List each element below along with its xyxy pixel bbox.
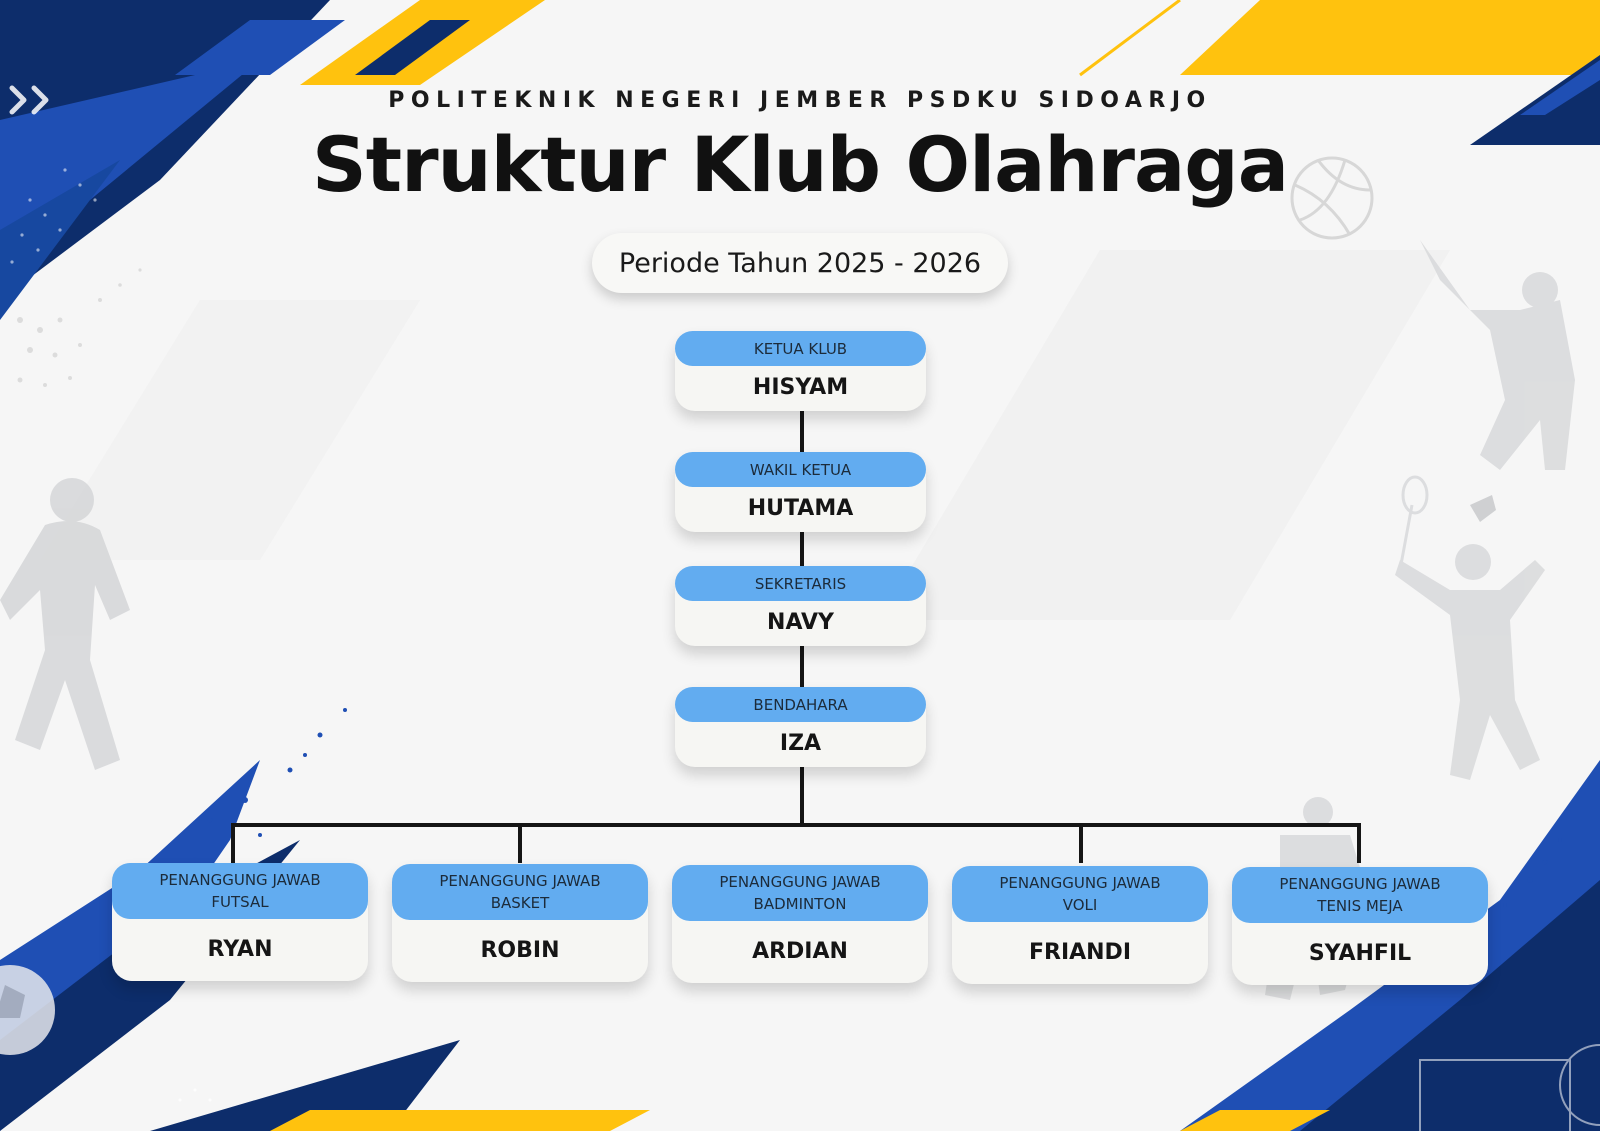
connector-ketua-wakil — [800, 410, 804, 455]
role-label-line1: PENANGGUNG JAWAB — [999, 874, 1161, 892]
person-name: FRIANDI — [1028, 940, 1132, 965]
role-label-line1: PENANGGUNG JAWAB — [159, 871, 321, 889]
connector-drop-voli — [1079, 823, 1083, 863]
person-name: IZA — [779, 731, 822, 756]
role-label: PENANGGUNG JAWAB BASKET — [392, 864, 648, 920]
node-pj-tenis-meja: PENANGGUNG JAWAB TENIS MEJA SYAHFIL — [1232, 867, 1488, 985]
connector-drop-basket — [518, 823, 522, 863]
role-label: WAKIL KETUA — [675, 452, 926, 487]
person-name: ARDIAN — [752, 939, 848, 964]
role-label-line1: PENANGGUNG JAWAB — [439, 872, 601, 890]
node-wakil-ketua: WAKIL KETUA HUTAMA — [675, 452, 926, 532]
role-label-line2: TENIS MEJA — [1317, 897, 1403, 915]
role-label: PENANGGUNG JAWAB TENIS MEJA — [1232, 867, 1488, 923]
top-right-corner-shape — [1079, 0, 1600, 145]
bottom-right-brush-shape — [1180, 760, 1600, 1131]
node-pj-voli: PENANGGUNG JAWAB VOLI FRIANDI — [952, 866, 1208, 984]
background-texture — [40, 250, 1450, 620]
role-label: BENDAHARA — [675, 687, 926, 722]
person-name: ROBIN — [480, 938, 560, 963]
person-name: RYAN — [207, 937, 273, 962]
node-pj-basket: PENANGGUNG JAWAB BASKET ROBIN — [392, 864, 648, 982]
halftone-dots — [17, 268, 142, 387]
person-name: SYAHFIL — [1308, 941, 1412, 966]
person-name: HISYAM — [752, 375, 849, 400]
top-left-corner-shape — [0, 0, 545, 320]
role-label-line2: FUTSAL — [211, 893, 269, 911]
node-ketua-klub: KETUA KLUB HISYAM — [675, 331, 926, 411]
connector-sekretaris-bendahara — [800, 645, 804, 687]
role-label-line1: PENANGGUNG JAWAB — [719, 873, 881, 891]
institution-name: POLITEKNIK NEGERI JEMBER PSDKU SIDOARJO — [388, 88, 1212, 113]
role-label-line2: VOLI — [1062, 896, 1098, 914]
connector-wakil-sekretaris — [800, 530, 804, 566]
chevrons-icon — [9, 85, 49, 115]
volleyball-icon — [1290, 156, 1374, 240]
node-pj-badminton: PENANGGUNG JAWAB BADMINTON ARDIAN — [672, 865, 928, 983]
node-sekretaris: SEKRETARIS NAVY — [675, 566, 926, 646]
connector-horizontal-bus — [231, 823, 1361, 827]
role-label: SEKRETARIS — [675, 566, 926, 601]
role-label: PENANGGUNG JAWAB BADMINTON — [672, 865, 928, 921]
connector-bendahara-bus — [800, 765, 804, 825]
shuttlecock-icon — [1470, 495, 1496, 522]
role-label: PENANGGUNG JAWAB FUTSAL — [112, 863, 368, 919]
node-pj-futsal: PENANGGUNG JAWAB FUTSAL RYAN — [112, 863, 368, 981]
role-label-line2: BASKET — [490, 894, 550, 912]
soccer-ball-icon — [0, 965, 55, 1055]
athlete-silhouette-icon — [0, 478, 130, 770]
connector-drop-tenis-meja — [1357, 823, 1361, 863]
person-name: NAVY — [767, 610, 834, 635]
person-name: HUTAMA — [747, 496, 854, 521]
page-title: Struktur Klub Olahraga — [312, 120, 1289, 209]
role-label: KETUA KLUB — [675, 331, 926, 366]
role-label-line2: BADMINTON — [753, 895, 847, 913]
connector-drop-futsal — [231, 823, 235, 863]
role-label: PENANGGUNG JAWAB VOLI — [952, 866, 1208, 922]
node-bendahara: BENDAHARA IZA — [675, 687, 926, 767]
role-label-line1: PENANGGUNG JAWAB — [1279, 875, 1441, 893]
period-badge: Periode Tahun 2025 - 2026 — [592, 233, 1008, 293]
